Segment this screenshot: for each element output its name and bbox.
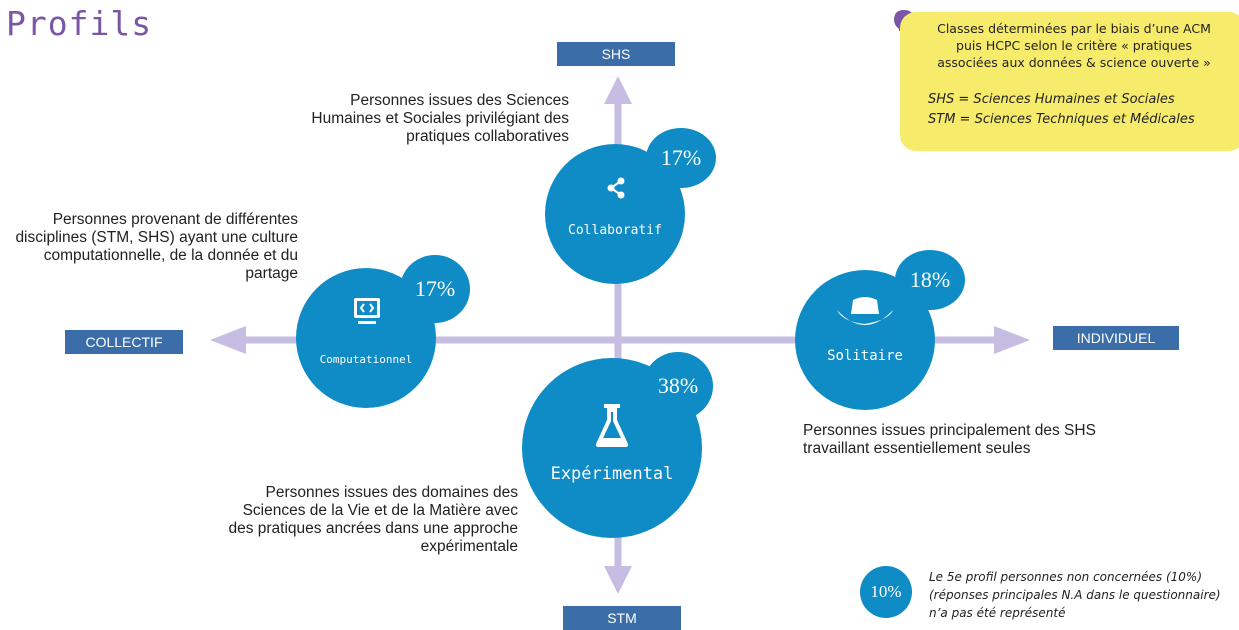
flask-icon — [595, 404, 629, 447]
profile-name: Collaboratif — [568, 223, 662, 238]
profile-description: Personnes issues des Sciences Humaines e… — [311, 92, 569, 145]
footnote-percent: 10% — [860, 566, 912, 618]
axis-label-shs: SHS — [557, 42, 675, 66]
axis-label-stm: STM — [563, 606, 681, 630]
axis-label-collectif: COLLECTIF — [65, 330, 183, 354]
profile-percent: 38% — [643, 352, 713, 420]
share-icon — [607, 177, 625, 199]
note-stm: STM = Sciences Techniques et Médicales — [928, 112, 1195, 127]
page-title: Profils — [6, 4, 153, 43]
code-icon — [354, 298, 380, 324]
profile-description: Personnes issues des domaines des Scienc… — [228, 484, 518, 555]
profile-percent: 17% — [646, 128, 716, 188]
profile-name: Computationnel — [319, 353, 413, 366]
profile-description: Personnes issues principalement des SHS … — [803, 422, 1096, 457]
profile-name: Solitaire — [827, 348, 903, 364]
profile-name: Expérimental — [550, 464, 674, 484]
profile-percent: 18% — [895, 250, 965, 310]
profile-description: Personnes provenant de différentes disci… — [15, 211, 298, 282]
footnote-text: Le 5e profil personnes non concernées (1… — [929, 570, 1221, 620]
info-note: Classes déterminées par le biais d’une A… — [900, 12, 1239, 151]
profile-percent: 17% — [400, 255, 470, 323]
hat-icon — [837, 297, 893, 325]
note-text: Classes déterminées par le biais d’une A… — [937, 21, 1211, 70]
axis-label-individuel: INDIVIDUEL — [1053, 326, 1179, 350]
note-shs: SHS = Sciences Humaines et Sociales — [928, 92, 1175, 107]
